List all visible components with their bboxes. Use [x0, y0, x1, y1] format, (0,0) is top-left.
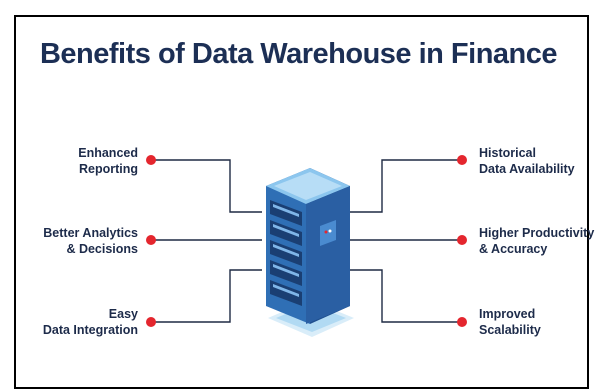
- benefit-dot-left-1: [146, 155, 156, 165]
- benefit-label-line: & Decisions: [66, 242, 138, 256]
- benefit-dot-left-2: [146, 235, 156, 245]
- benefit-dot-right-3: [457, 317, 467, 327]
- benefit-label-line: Reporting: [78, 162, 138, 176]
- benefit-label-line: Scalability: [479, 323, 541, 337]
- benefit-label-higher-productivity: Higher Productivity & Accuracy: [479, 225, 594, 257]
- benefit-label-historical-data: Historical Data Availability: [479, 145, 575, 177]
- benefit-label-improved-scalability: Improved Scalability: [479, 306, 541, 338]
- benefit-label-easy-data-integration: Easy Data Integration: [43, 306, 138, 338]
- benefit-label-line: & Accuracy: [479, 242, 548, 256]
- benefit-dot-right-2: [457, 235, 467, 245]
- server-icon: [266, 168, 354, 337]
- benefit-dot-left-3: [146, 317, 156, 327]
- benefit-label-line: Easy: [108, 307, 138, 321]
- connector-line-left-3: [153, 269, 262, 323]
- diagram-title: Benefits of Data Warehouse in Finance: [39, 38, 558, 70]
- connector-line-left-1: [153, 159, 262, 213]
- benefit-label-line: Higher Productivity: [479, 226, 595, 240]
- benefit-label-line: Better Analytics: [43, 226, 138, 240]
- benefit-dot-right-1: [457, 155, 467, 165]
- benefit-label-better-analytics: Better Analytics & Decisions: [43, 225, 138, 257]
- benefit-label-line: Enhanced: [78, 146, 138, 160]
- connector-line-right-3: [350, 269, 460, 323]
- benefit-label-line: Improved: [479, 307, 536, 321]
- benefit-label-line: Data Availability: [479, 162, 575, 176]
- benefit-label-line: Data Integration: [42, 323, 138, 337]
- benefit-label-line: Historical: [479, 146, 536, 160]
- benefit-label-enhanced-reporting: Enhanced Reporting: [78, 145, 138, 177]
- connector-line-right-1: [350, 159, 460, 213]
